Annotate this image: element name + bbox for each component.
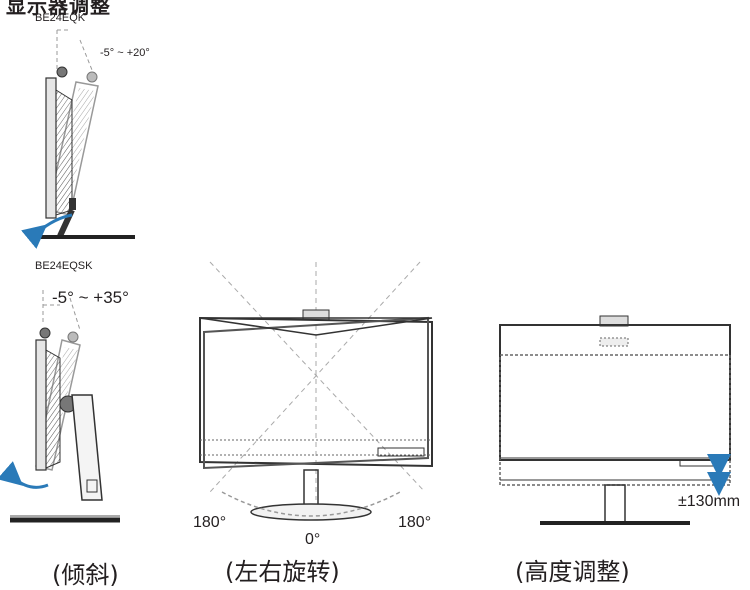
swivel-left-angle: 180° bbox=[193, 514, 227, 531]
tilt-range-label-be24eqsk: -5° ~ +35° bbox=[52, 288, 129, 307]
model-label-be24eqsk: BE24EQSK bbox=[35, 260, 93, 272]
swivel-right-angle: 180° bbox=[398, 514, 432, 531]
page-heading: 显示器调整 bbox=[6, 0, 111, 18]
model-label-be24eqk: BE24EQK bbox=[35, 12, 86, 24]
swivel-diagram bbox=[199, 261, 433, 521]
tilt-range-label-be24eqk: -5° ~ +20° bbox=[100, 47, 150, 59]
height-range-label: ±130mm bbox=[678, 493, 741, 510]
tilt-diagram-be24eqsk bbox=[0, 290, 120, 523]
swivel-center-angle: 0° bbox=[305, 531, 321, 548]
caption-swivel: (左右旋转) bbox=[225, 558, 340, 586]
caption-height: (高度调整) bbox=[515, 558, 630, 586]
height-diagram bbox=[499, 315, 731, 525]
tilt-diagram-be24eqk bbox=[21, 29, 135, 249]
caption-tilt: (倾斜) bbox=[52, 561, 119, 589]
